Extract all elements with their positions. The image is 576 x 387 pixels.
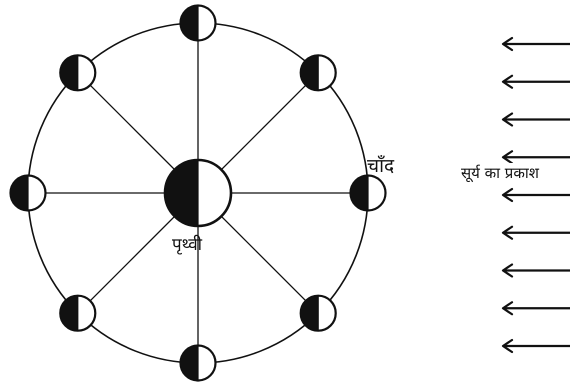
moon-phase-3 xyxy=(351,176,386,211)
moon-label: चाँद xyxy=(367,152,394,178)
sunlight-arrow xyxy=(503,76,570,88)
moon-phase-8 xyxy=(60,55,95,90)
moon-phase-1 xyxy=(181,6,216,41)
sunlight-arrow xyxy=(503,189,570,201)
moon-phase-6 xyxy=(60,296,95,331)
earth-half-lit xyxy=(165,160,231,226)
moon-phase-2 xyxy=(301,55,336,90)
moon-phase-4 xyxy=(301,296,336,331)
earth-label: पृथ्वी xyxy=(172,232,202,255)
sunlight-arrow xyxy=(503,340,570,352)
sunlight-label: सूर्य का प्रकाश xyxy=(460,163,540,183)
sunlight-arrow xyxy=(503,114,570,126)
sunlight-arrow xyxy=(503,227,570,239)
earth-globe xyxy=(165,160,231,226)
sunlight-arrow xyxy=(503,265,570,277)
sunlight-arrow xyxy=(503,38,570,50)
sunlight-arrow xyxy=(503,151,570,163)
sunlight-arrows xyxy=(503,38,570,352)
moon-phase-5 xyxy=(181,346,216,381)
sunlight-arrow xyxy=(503,302,570,314)
moon-phase-7 xyxy=(11,176,46,211)
